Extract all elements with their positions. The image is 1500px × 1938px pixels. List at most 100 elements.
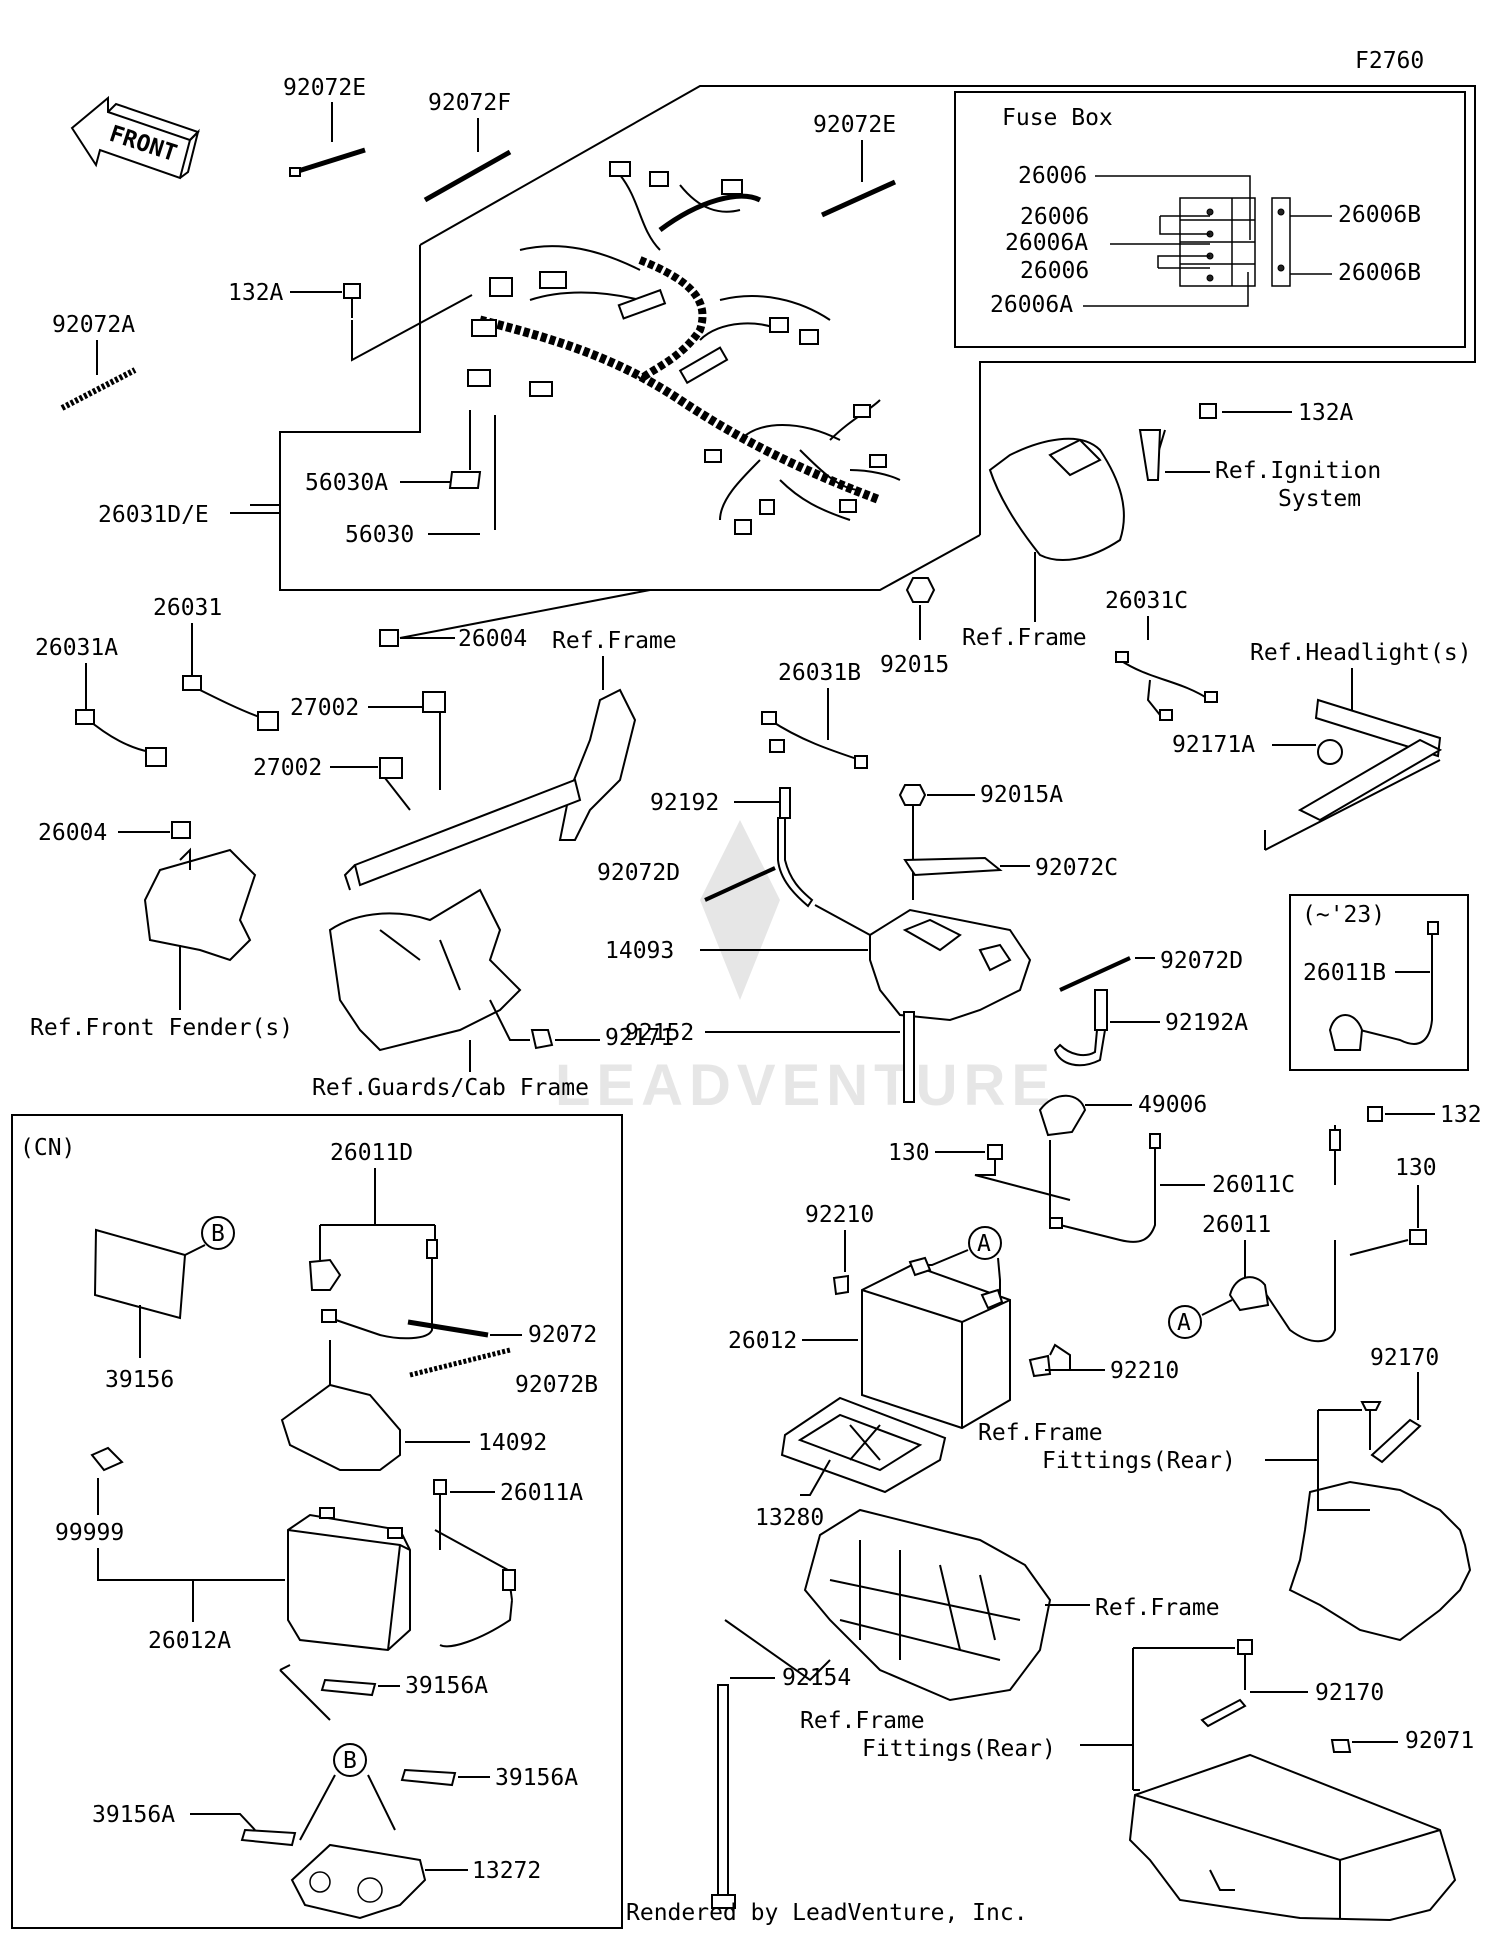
labels-56030: 56030A 56030 26031D/E: [98, 410, 496, 548]
frame-fittings-rear-top: 92170 Ref.Frame Fittings(Rear): [978, 1345, 1472, 1642]
label-92210-top: 92210: [805, 1202, 874, 1228]
nut-92015: 92015: [880, 577, 949, 678]
headlight-ref: Ref.Headlight(s) 92171A: [1172, 640, 1472, 851]
label-39156: 39156: [105, 1367, 174, 1393]
watermark-text: LEADVENTURE: [555, 1053, 1056, 1118]
label-92192a: 92192A: [1165, 1010, 1248, 1036]
front-arrow: FRONT: [70, 95, 200, 180]
watermark: LEADVENTURE: [555, 820, 1056, 1118]
label-26006b-b: 26006B: [1338, 260, 1421, 286]
label-92071: 92071: [1405, 1728, 1474, 1754]
guards-cab: Ref.Guards/Cab Frame 92171: [312, 888, 674, 1101]
leads-26011c: 130 26011C: [888, 1133, 1295, 1243]
label-92152: 92152: [625, 1020, 694, 1046]
label-92072: 92072: [528, 1322, 597, 1348]
cable-ties-top: 92072E 92072F 92072E 92072A: [52, 75, 896, 411]
label-99999: 99999: [55, 1520, 124, 1546]
battery-cover-49006: 49006: [1038, 1092, 1207, 1137]
label-26004-left: 26004: [38, 820, 107, 846]
label-13280: 13280: [755, 1505, 824, 1531]
label-92015a: 92015A: [980, 782, 1063, 808]
label-92072a: 92072A: [52, 312, 135, 338]
label-26006a-a: 26006A: [1005, 230, 1088, 256]
label-49006: 49006: [1138, 1092, 1207, 1118]
label-26004-top: 26004: [458, 626, 527, 652]
label-92170-bottom: 92170: [1315, 1680, 1384, 1706]
harness-26031c: 26031C: [1105, 588, 1218, 721]
label-92072e-right: 92072E: [813, 112, 896, 138]
figure-id: F2760: [1355, 48, 1424, 74]
fuse-box-group: Fuse Box 26006 26006 26006A 26006 26006A…: [954, 91, 1466, 348]
frame-fittings-ref-line3: Ref.Frame: [800, 1708, 925, 1734]
main-wiring-harness: [467, 161, 901, 535]
circle-b-top: B: [211, 1221, 225, 1247]
label-26006-c: 26006: [1020, 258, 1089, 284]
circle-b-bottom: B: [343, 1748, 357, 1774]
label-26011d: 26011D: [330, 1140, 413, 1166]
label-132a-right: 132A: [1298, 400, 1354, 426]
ignition-ref-line2: System: [1278, 486, 1361, 512]
label-92171: 92171: [605, 1025, 674, 1051]
label-26031a: 26031A: [35, 635, 118, 661]
frame-fittings-rear-bottom: Ref.Frame Fittings(Rear) 92170 92071: [800, 1639, 1474, 1922]
label-26006-a: 26006: [1018, 163, 1087, 189]
label-92210-bottom: 92210: [1110, 1358, 1179, 1384]
frame-ref-bottom: Ref.Frame: [1095, 1595, 1220, 1621]
cn-title: (CN): [20, 1135, 75, 1161]
label-26006b-a: 26006B: [1338, 202, 1421, 228]
headlight-ref-label: Ref.Headlight(s): [1250, 640, 1472, 666]
circle-a-left: A: [1177, 1310, 1191, 1336]
circle-a-top: A: [977, 1231, 991, 1257]
frame-ref-mid: Ref.Frame: [552, 628, 677, 654]
frame-fittings-ref-line1: Ref.Frame: [978, 1420, 1103, 1446]
label-26031: 26031: [153, 595, 222, 621]
label-56030: 56030: [345, 522, 414, 548]
label-92072d-left: 92072D: [597, 860, 680, 886]
bolt-132a-left: 132A: [228, 280, 473, 362]
battery-tray-13280: 13280: [755, 1396, 947, 1531]
label-27002-b: 27002: [253, 755, 322, 781]
harness-26031: 26031: [153, 595, 279, 731]
frame-fittings-ref-line4: Fittings(Rear): [862, 1736, 1056, 1762]
label-26031de: 26031D/E: [98, 502, 209, 528]
label-26012a: 26012A: [148, 1628, 231, 1654]
battery-case-14093: 92192 92015A 92072D 92072C 14093 92072D …: [597, 782, 1248, 1103]
year-note-box: (~'23) 26011B: [1289, 894, 1469, 1071]
label-92072e-left: 92072E: [283, 75, 366, 101]
label-132: 132: [1440, 1102, 1482, 1128]
frame-ref-top: Ref.Frame: [962, 625, 1087, 651]
label-130-left: 130: [888, 1140, 930, 1166]
label-26011a: 26011A: [500, 1480, 583, 1506]
lead-26011-right: 132 130 26011 A: [1168, 1102, 1482, 1343]
frame-bottom: Ref.Frame: [803, 1508, 1220, 1702]
frame-fittings-ref-line2: Fittings(Rear): [1042, 1448, 1236, 1474]
label-26011: 26011: [1202, 1212, 1271, 1238]
label-130-right: 130: [1395, 1155, 1437, 1181]
label-92015: 92015: [880, 652, 949, 678]
year-note: (~'23): [1302, 902, 1385, 928]
label-27002-a: 27002: [290, 695, 359, 721]
guards-ref-label: Ref.Guards/Cab Frame: [312, 1075, 589, 1101]
label-13272: 13272: [472, 1858, 541, 1884]
label-92072d-right: 92072D: [1160, 948, 1243, 974]
label-92072b: 92072B: [515, 1372, 598, 1398]
label-26031b: 26031B: [778, 660, 861, 686]
label-92072c: 92072C: [1035, 855, 1118, 881]
ignition-ref: 132A Ref.Ignition System Ref.Frame: [962, 400, 1381, 651]
ignition-ref-line1: Ref.Ignition: [1215, 458, 1381, 484]
label-26011b: 26011B: [1303, 960, 1386, 986]
harness-26031b: 26031B: [761, 660, 868, 769]
label-26011c: 26011C: [1212, 1172, 1295, 1198]
front-fender-ref: Ref.Front Fender(s): [30, 1015, 293, 1041]
frame-mid: Ref.Frame 27002 27002: [253, 628, 677, 891]
label-26006a-b: 26006A: [990, 292, 1073, 318]
harness-outline: [250, 85, 1476, 591]
battery-26012: 92210 A 26012 92210: [728, 1202, 1179, 1430]
cn-box: (CN) 26011D B 39156 92072 92072B 14092 2…: [11, 1114, 623, 1929]
footer-credit: Rendered by LeadVenture, Inc.: [626, 1900, 1028, 1926]
label-14093: 14093: [605, 938, 674, 964]
label-132a-left: 132A: [228, 280, 284, 306]
label-39156a-right: 39156A: [495, 1765, 578, 1791]
label-92171a: 92171A: [1172, 732, 1255, 758]
